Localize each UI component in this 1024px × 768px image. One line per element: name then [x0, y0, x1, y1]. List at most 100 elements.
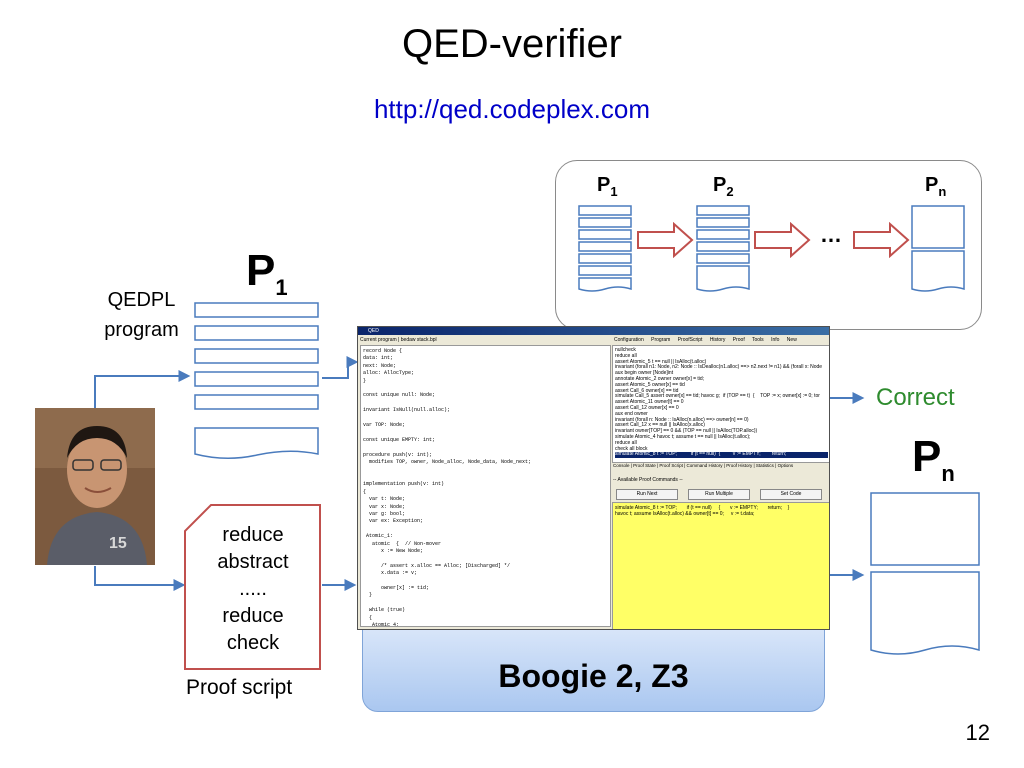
code-line: const unique EMPTY: int;: [363, 436, 436, 443]
code-line: owner[x] := tid;: [363, 585, 430, 591]
code-line: atomic { // Non-mover: [363, 540, 442, 547]
history-line: reduce all: [615, 352, 637, 359]
code-line: [363, 415, 608, 422]
code-line: modifies TOP, owner, Node_alloc, Node_da…: [363, 459, 532, 466]
run-multiple-button[interactable]: Run Multiple: [688, 489, 750, 500]
code-line: var x: Node;: [363, 503, 406, 510]
bubble-red-arrow-2: [754, 222, 811, 258]
correct-result-label: Correct: [876, 384, 955, 411]
history-line: nullcheck: [615, 347, 636, 353]
code-line: record Node {: [363, 348, 403, 354]
author-photo: 15: [35, 408, 155, 565]
code-line: [363, 444, 608, 451]
code-line: [363, 600, 608, 607]
code-line: var g: bool;: [363, 510, 406, 517]
code-line: }: [363, 592, 373, 599]
script-line: simulate Atomic_8 t := TOP; if (t == nul…: [615, 505, 790, 511]
code-line: Atomic_4:: [363, 622, 400, 627]
history-line: invariant owner[TOP] == 0 && (TOP == nul…: [615, 428, 758, 435]
code-line: invariant IsNull(null.alloc);: [363, 407, 451, 414]
p1-to-tool-arrow: [322, 356, 359, 379]
run-next-button[interactable]: Run Next: [616, 489, 678, 500]
code-line: {: [363, 488, 367, 495]
code-line: }: [363, 377, 367, 384]
code-line: Atomic_1:: [363, 533, 394, 540]
code-line: [363, 526, 608, 533]
history-line: simulate Atomic_4 havoc t; assume t == n…: [615, 433, 751, 440]
code-line: var TOP: Node;: [363, 422, 406, 429]
photo-to-script-arrow: [94, 566, 186, 591]
bubble-p2-doc: [696, 205, 750, 292]
slide-title: QED-verifier: [401, 22, 623, 66]
tool-script-pane: simulate Atomic_8 t := TOP; if (t == nul…: [612, 502, 829, 629]
code-line: data: int;: [363, 355, 394, 362]
p1-heading: P1: [246, 246, 288, 300]
tool-available-commands[interactable]: -- Available Proof Commands --: [613, 477, 683, 483]
bubble-red-arrow-3: [853, 222, 910, 258]
history-line: aux end owner: [615, 410, 648, 417]
tool-proof-tabs[interactable]: Console | Proof State | Proof Script | C…: [613, 463, 794, 468]
history-line: aux begin owner [Node]int: [615, 370, 674, 377]
pn-heading: Pn: [912, 432, 955, 486]
bubble-red-arrow-1: [637, 222, 694, 258]
code-line: [363, 474, 608, 481]
bubble-ellipsis: …: [820, 222, 842, 247]
bubble-pn-label: Pn: [925, 174, 947, 199]
pn-document-stack: [870, 492, 980, 655]
tool-file-tabs[interactable]: Current program | bedaw stack.bpl: [360, 337, 437, 343]
history-line: reduce all: [615, 439, 637, 446]
history-line: annotate Atomic_2 owner owner[x] = tid;: [615, 375, 705, 382]
history-line: invariant (forall n: Node :: IsAlloc(n.a…: [615, 416, 749, 423]
bubble-p1-doc: [578, 205, 632, 292]
code-line: {: [363, 614, 373, 621]
script-line: havoc t; assume IsAlloc(t.alloc) && owne…: [615, 511, 755, 517]
code-line: [363, 429, 608, 436]
svg-text:15: 15: [109, 535, 127, 552]
code-line: [363, 555, 608, 562]
code-line: [363, 578, 608, 585]
history-line: assert Call_12 x == null || IsAlloc(x.al…: [615, 422, 705, 429]
history-line: simulate Atomic_8 t := TOP; if (t == nul…: [615, 452, 828, 459]
code-line: procedure push(v: int);: [363, 451, 433, 458]
code-line: alloc: AllocType;: [363, 370, 415, 377]
code-line: next: Node;: [363, 362, 397, 369]
qedpl-program-label: QEDPL program: [104, 289, 179, 341]
history-line: assert Call_6 owner[x] == tid: [615, 387, 679, 394]
code-line: implementation push(v: int): [363, 481, 445, 488]
code-line: x.data := v;: [363, 570, 418, 577]
bubble-p2-label: P2: [713, 174, 734, 199]
set-code-button[interactable]: Set Code: [760, 489, 822, 500]
history-line: assert Atomic_11 owner[t] == 0: [615, 399, 684, 406]
boogie-z3-label: Boogie 2, Z3: [498, 658, 689, 694]
tool-code-pane: record Node {data: int;next: Node;alloc:…: [360, 345, 611, 627]
history-line: invariant (forall n1: Node, n2: Node :: …: [615, 364, 823, 371]
history-line: simulate Call_5 assert owner[x] == tid; …: [615, 393, 820, 400]
history-line: assert Atomic_5 owner[x] == tid: [615, 381, 685, 388]
qed-tool-screenshot: QED Current program | bedaw stack.bpl Co…: [357, 326, 830, 630]
tool-menu-bar[interactable]: Configuration Program ProofScript Histor…: [614, 337, 797, 343]
code-line: /* assert x.alloc == Alloc; [Discharged]…: [363, 562, 511, 569]
code-line: var t: Node;: [363, 496, 406, 503]
code-line: [363, 400, 608, 407]
bubble-p1-label: P1: [597, 174, 618, 199]
photo-to-p1-arrow: [94, 370, 191, 408]
bubble-pn-doc: [911, 205, 965, 292]
code-line: x := New Node;: [363, 547, 424, 554]
code-line: var ex: Exception;: [363, 518, 424, 525]
proof-script-caption: Proof script: [186, 676, 293, 699]
code-line: [363, 467, 608, 474]
code-line: while (true): [363, 607, 406, 614]
code-line: [363, 385, 608, 392]
history-line: check all block: [615, 445, 648, 452]
proof-script-text: reduce abstract ..... reduce check: [217, 524, 289, 654]
history-line: assert Atomic_5 t == null || IsAlloc(t.a…: [615, 358, 707, 365]
p1-document-stack: [194, 302, 319, 459]
proof-script-doc: [184, 504, 321, 670]
code-line: const unique null: Node;: [363, 392, 436, 399]
history-line: assert Call_12 owner[x] == 0: [615, 404, 679, 411]
project-url-link[interactable]: http://qed.codeplex.com: [373, 94, 651, 124]
page-number: 12: [965, 720, 990, 745]
tool-window-titlebar: QED: [358, 327, 829, 335]
